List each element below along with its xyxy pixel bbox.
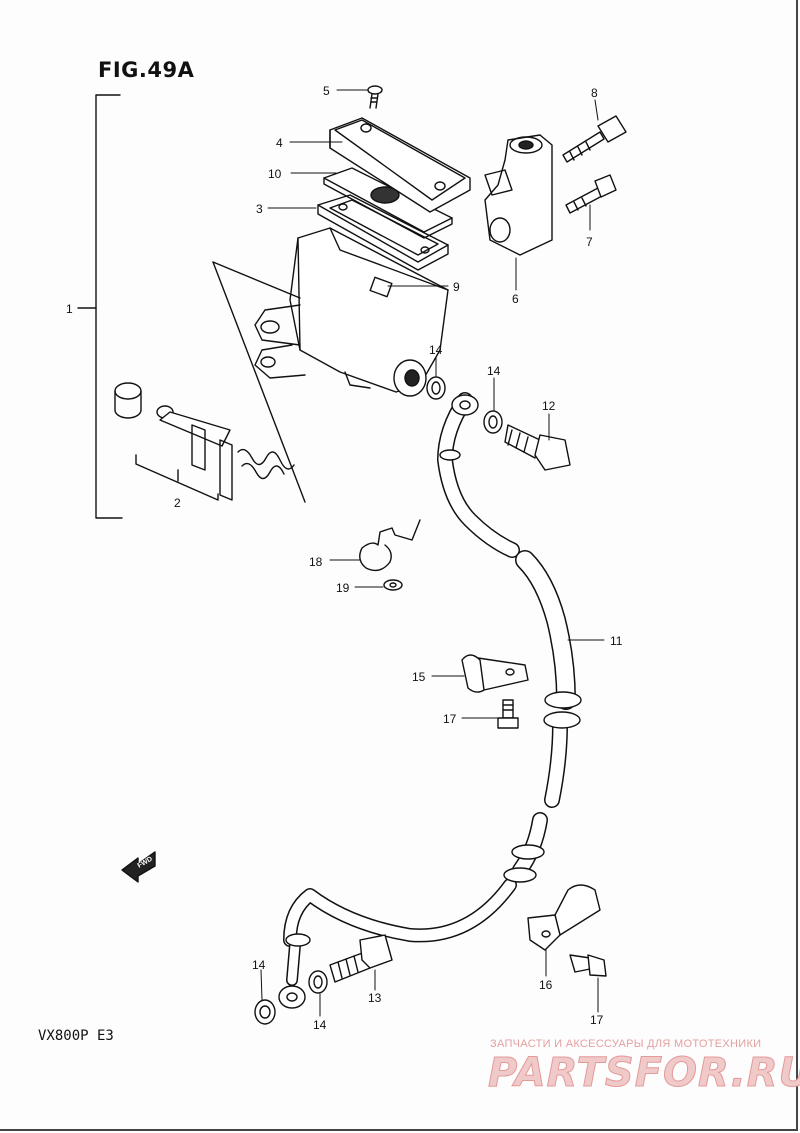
washer-14-b <box>483 410 503 434</box>
piston-guide-lines <box>212 261 306 503</box>
reservoir-diaphragm <box>323 167 453 239</box>
fwd-arrow-icon: FWD <box>121 851 156 883</box>
callout-1: 1 <box>66 302 73 316</box>
assembly-bracket <box>77 94 123 519</box>
clamp-bolt-long <box>562 115 627 163</box>
watermark-logo: PARTSFOR.RU <box>487 1050 800 1097</box>
callout-10: 10 <box>268 167 282 181</box>
union-bolt-lower <box>329 934 393 983</box>
spring-clip <box>359 519 421 572</box>
callout-8: 8 <box>591 86 598 100</box>
callout-17-a: 17 <box>443 712 457 726</box>
washer-14-d <box>308 970 328 994</box>
washer-14-c <box>254 999 276 1025</box>
callout-14-a: 14 <box>429 343 443 357</box>
callout-15: 15 <box>412 670 426 684</box>
clamp-bolt-upper <box>497 699 519 729</box>
callout-6: 6 <box>512 292 519 306</box>
hose-bracket <box>527 884 601 951</box>
callout-labels: 1 2 3 4 5 6 7 8 9 10 11 12 13 14 14 14 1… <box>66 84 623 1032</box>
clamp-bolt-short <box>565 174 617 214</box>
small-washer <box>383 579 403 591</box>
model-code: VX800P E3 <box>38 1028 114 1044</box>
lower-banjo-fitting <box>278 985 306 1009</box>
callout-3: 3 <box>256 202 263 216</box>
callout-14-b: 14 <box>487 364 501 378</box>
callout-19: 19 <box>336 581 350 595</box>
union-bolt-upper <box>504 424 571 471</box>
handlebar-clamp <box>484 134 553 256</box>
callout-18: 18 <box>309 555 323 569</box>
callout-9: 9 <box>453 280 460 294</box>
callout-4: 4 <box>276 136 283 150</box>
callout-17-b: 17 <box>590 1013 604 1027</box>
callout-14-c: 14 <box>252 958 266 972</box>
piston-kit <box>114 382 295 501</box>
reservoir-cap <box>329 117 471 213</box>
washer-14-a <box>426 376 446 400</box>
callout-14-d: 14 <box>313 1018 327 1032</box>
hose-clamp <box>461 654 529 693</box>
callout-7: 7 <box>586 235 593 249</box>
leader-lines <box>260 89 605 1017</box>
callout-16: 16 <box>539 978 553 992</box>
brake-hose <box>283 392 582 986</box>
watermark-subtitle: ЗАПЧАСТИ И АКСЕССУАРЫ ДЛЯ МОТОТЕХНИКИ <box>490 1038 762 1050</box>
callout-13: 13 <box>368 991 382 1005</box>
callout-12: 12 <box>542 399 556 413</box>
reservoir-diaphragm-plate <box>317 194 449 271</box>
bracket-bolt-lower <box>569 954 607 977</box>
cap-screw <box>367 85 383 109</box>
callout-11: 11 <box>610 634 623 648</box>
figure-title: FIG.49A <box>98 58 195 82</box>
master-cylinder-body <box>254 227 449 397</box>
upper-banjo-fitting <box>451 394 479 416</box>
callout-5: 5 <box>323 84 330 98</box>
callout-2: 2 <box>174 496 181 510</box>
